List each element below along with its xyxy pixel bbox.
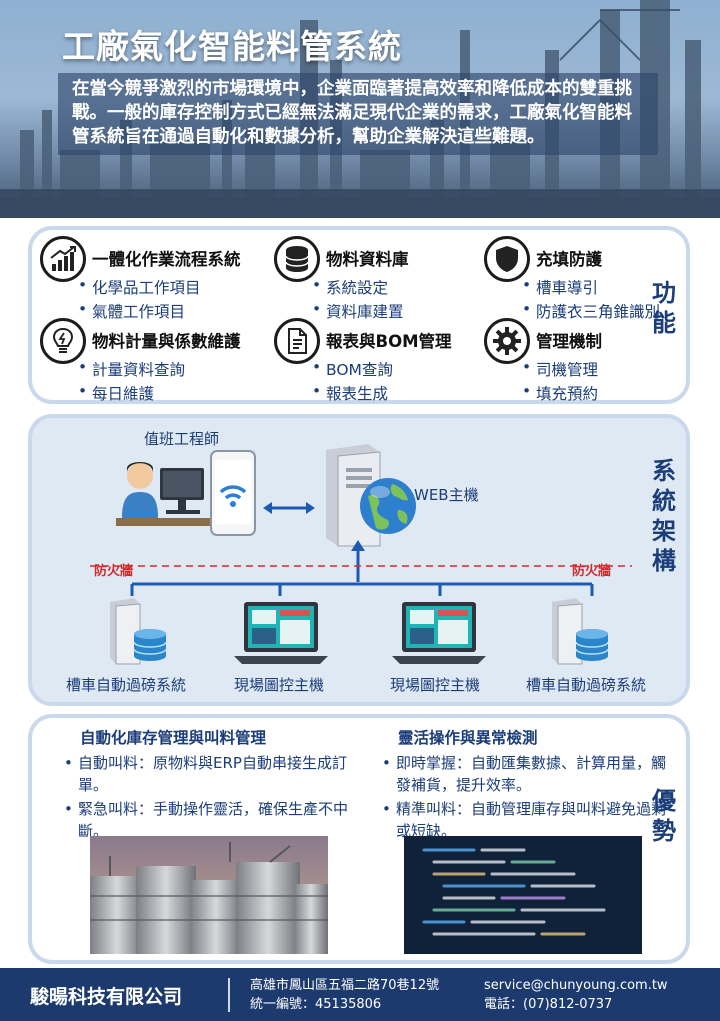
node-label: 現場圖控主機 [234,676,325,694]
field-control-laptop-icon [392,602,486,664]
email-link[interactable]: service@chunyoung.com.tw [484,978,668,993]
firewall-label-left: 防火牆 [94,564,134,579]
storage-tanks-photo [90,836,328,954]
feature-point: 司機管理 [522,358,598,380]
web-server-icon [326,444,416,547]
document-icon [274,318,320,364]
node-label: 現場圖控主機 [390,676,481,694]
feature-point: 系統設定 [312,276,388,298]
footer-divider [228,978,230,1012]
hero-banner: 工廠氣化智能料管系統 在當今競爭激烈的市場環境中，企業面臨著提高效率和降低成本的… [0,0,720,218]
company-name: 駿暘科技有限公司 [30,986,183,1008]
feature-point: 填充預約 [522,382,598,404]
architecture-side-label: 系統架構 [652,457,676,575]
feature-point: 槽車導引 [522,276,598,298]
feature-metering-maintenance: 物料計量與係數維護 計量資料查詢 每日維護 [40,318,250,403]
weighbridge-server-icon [110,598,167,665]
feature-filling-protection: 充填防護 槽車導引 防護衣三角錐識別 [484,236,694,321]
network-connections [90,540,632,596]
feature-title: 報表與BOM管理 [326,332,452,351]
feature-title: 管理機制 [536,332,602,351]
advantage-point: 即時掌握：自動匯集數據、計算用量，觸發補貨，提升效率。 [382,752,672,796]
advantages-panel: 優勢 自動化庫存管理與叫料管理 自動叫料：原物料與ERP自動串接生成訂單。 緊急… [28,714,690,964]
advantage-column-inventory: 自動化庫存管理與叫料管理 自動叫料：原物料與ERP自動串接生成訂單。 緊急叫料：… [64,726,354,844]
feature-point: 資料庫建置 [312,300,403,322]
advantage-heading: 靈活操作與異常檢測 [398,729,538,747]
engineer-label: 值班工程師 [144,430,220,448]
bidirectional-arrow-icon [263,502,315,514]
advantage-column-monitoring: 靈活操作與異常檢測 即時掌握：自動匯集數據、計算用量，觸發補貨，提升效率。 精準… [382,726,672,844]
footer: 駿暘科技有限公司 高雄市鳳山區五福二路70巷12號 統一編號：45135806 … [0,968,720,1021]
shield-icon [484,236,530,282]
address-block: 高雄市鳳山區五福二路70巷12號 統一編號：45135806 [250,976,439,1014]
feature-title: 物料計量與係數維護 [92,332,241,351]
firewall-label-right: 防火牆 [572,564,612,579]
feature-title: 物料資料庫 [326,250,409,269]
advantage-point: 精準叫料：自動管理庫存與叫料避免過剩或短缺。 [382,798,672,842]
architecture-panel: 系統架構 值班工程師 WEB主機 [28,414,690,706]
smartphone-wifi-icon [210,450,256,536]
feature-integrated-workflow: 一體化作業流程系統 化學品工作項目 氣體工作項目 [40,236,250,321]
feature-point: BOM查詢 [312,358,393,380]
field-control-laptop-icon [234,602,328,664]
feature-management: 管理機制 司機管理 填充預約 [484,318,694,403]
phone-number: 電話：(07)812-0737 [484,997,613,1012]
feature-point: 防護衣三角錐識別 [522,300,660,322]
features-panel: 功能 一體化作業流程系統 化學品工作項目 氣體工作項目 物料資料庫 系統設定 資… [28,226,690,404]
advantage-point: 緊急叫料：手動操作靈活，確保生產不中斷。 [64,798,354,842]
feature-point: 報表生成 [312,382,388,404]
feature-point: 化學品工作項目 [78,276,200,298]
feature-point: 每日維護 [78,382,154,404]
code-screen-photo [404,836,642,954]
feature-point: 計量資料查詢 [78,358,185,380]
engineer-workstation-illustration [116,462,212,526]
advantage-point: 自動叫料：原物料與ERP自動串接生成訂單。 [64,752,354,796]
growth-chart-icon [40,236,86,282]
weighbridge-server-icon [552,598,609,665]
intro-paragraph: 在當今競爭激烈的市場環境中，企業面臨著提高效率和降低成本的雙重挑戰。一般的庫存控… [58,73,658,155]
page-title: 工廠氣化智能料管系統 [62,27,402,66]
feature-title: 充填防護 [536,250,602,269]
lightbulb-icon [40,318,86,364]
feature-point: 氣體工作項目 [78,300,185,322]
contact-block: service@chunyoung.com.tw 電話：(07)812-0737 [484,976,668,1014]
advantage-heading: 自動化庫存管理與叫料管理 [80,729,267,747]
tax-id: 統一編號：45135806 [250,997,382,1012]
address: 高雄市鳳山區五福二路70巷12號 [250,978,440,993]
feature-report-bom: 報表與BOM管理 BOM查詢 報表生成 [274,318,484,403]
node-label: 槽車自動過磅系統 [66,676,187,694]
feature-material-database: 物料資料庫 系統設定 資料庫建置 [274,236,484,321]
web-host-label: WEB主機 [414,486,479,504]
gear-icon [484,318,530,364]
database-icon [274,236,320,282]
node-label: 槽車自動過磅系統 [526,676,647,694]
feature-title: 一體化作業流程系統 [92,250,241,269]
